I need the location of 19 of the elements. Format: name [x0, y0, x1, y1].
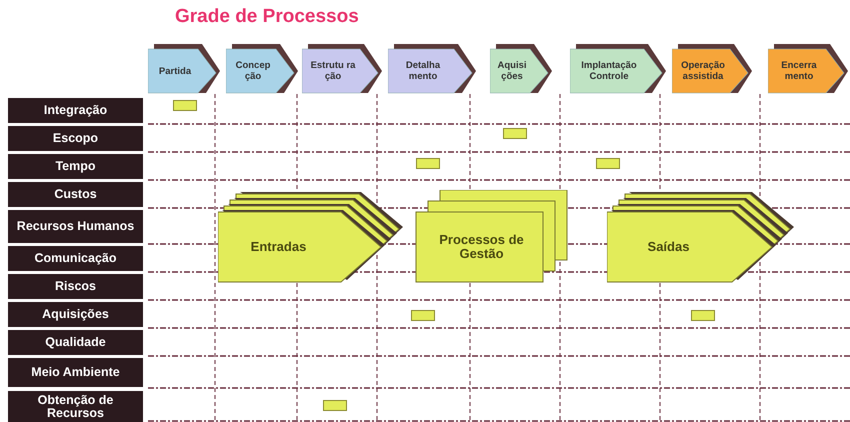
row-header: Comunicação — [8, 246, 143, 271]
row-header: Meio Ambiente — [8, 358, 143, 387]
row-header: Qualidade — [8, 330, 143, 355]
marker-bar — [411, 310, 435, 321]
row-header: Obtenção de Recursos — [8, 391, 143, 422]
marker-bar — [503, 128, 527, 139]
row-header: Recursos Humanos — [8, 210, 143, 243]
row-header: Aquisições — [8, 302, 143, 327]
row-header: Custos — [8, 182, 143, 207]
row-header: Escopo — [8, 126, 143, 151]
diagram-title: Grade de Processos — [175, 6, 359, 28]
row-header: Riscos — [8, 274, 143, 299]
row-header: Integração — [8, 98, 143, 123]
marker-bar — [416, 158, 440, 169]
row-header: Tempo — [8, 154, 143, 179]
marker-bar — [173, 100, 197, 111]
marker-bar — [323, 400, 347, 411]
marker-bar — [691, 310, 715, 321]
marker-bar — [596, 158, 620, 169]
